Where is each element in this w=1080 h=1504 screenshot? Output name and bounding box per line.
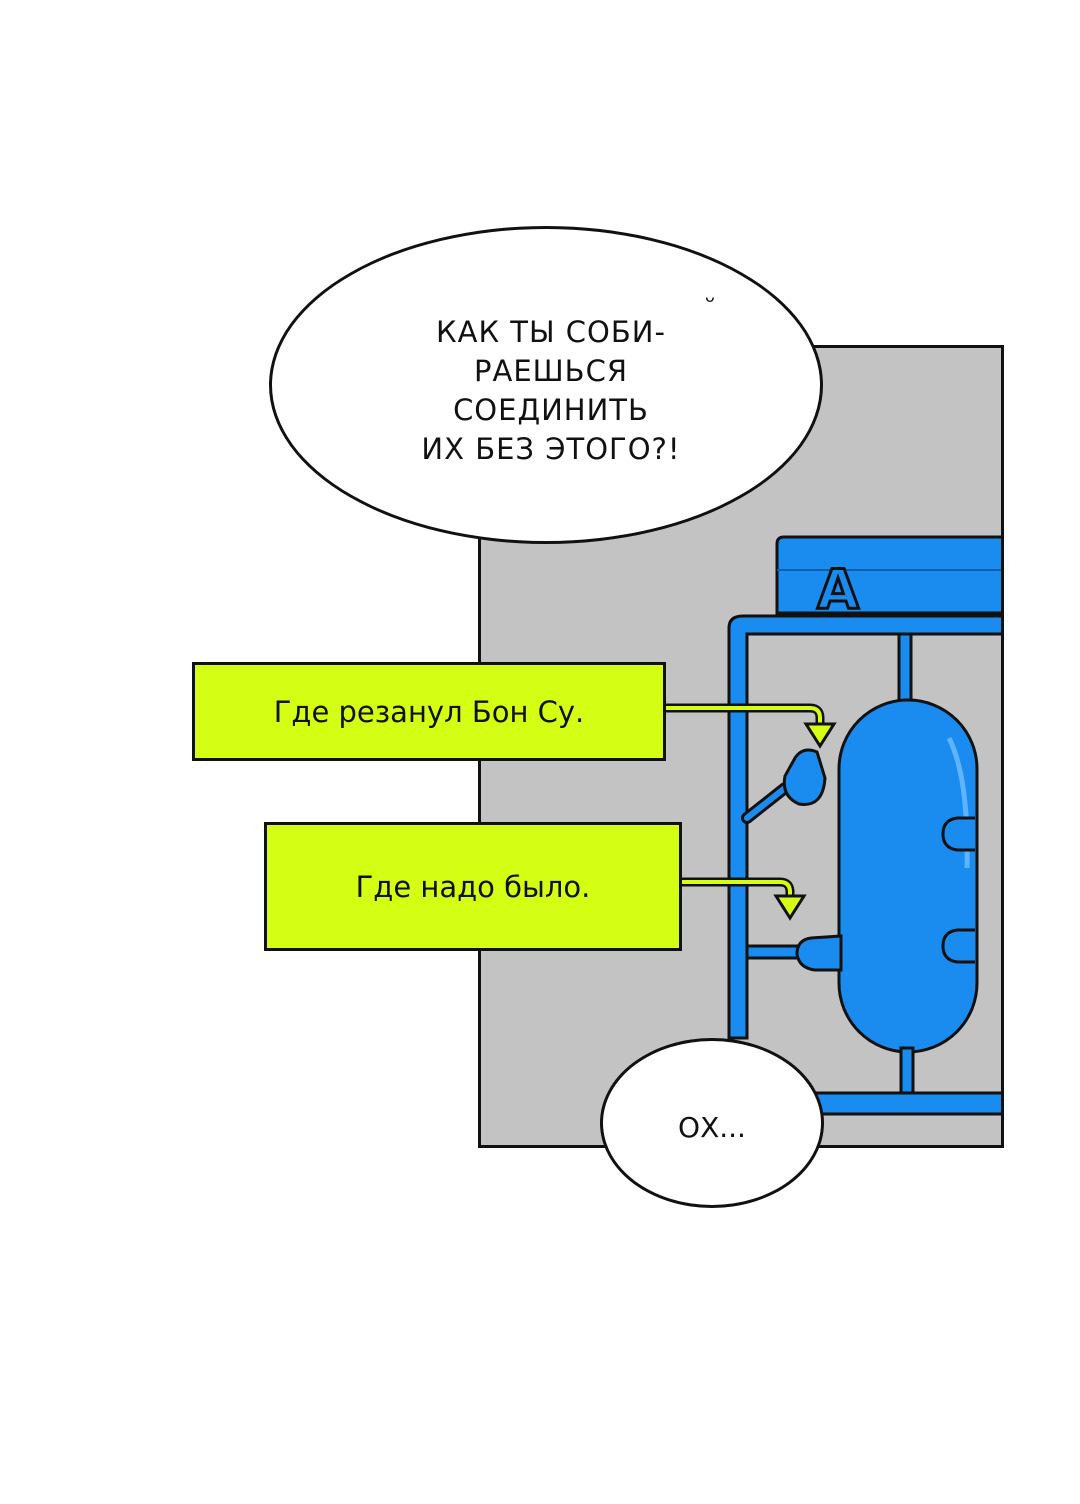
speech-bubble-main: ᴗ как ты соби- раешься соединить их без … — [269, 226, 823, 544]
caption-cut-location: Где резанул Бон Су. — [192, 662, 666, 761]
runner-label-tab — [775, 535, 1001, 615]
runner-top-bar — [727, 614, 1001, 1040]
caption-2-text: Где надо было. — [355, 869, 591, 904]
caption-1-text: Где резанул Бон Су. — [273, 694, 585, 729]
caption-correct-location: Где надо было. — [264, 822, 682, 951]
speech-main-text: как ты соби- раешься соединить их без эт… — [421, 315, 681, 466]
speech-ox-text: ох... — [678, 1110, 746, 1144]
cup-part — [782, 748, 827, 806]
capsule-bump-2 — [941, 928, 975, 964]
bubble-mark: ᴗ — [705, 287, 715, 306]
speech-bubble-ox: ох... — [600, 1038, 824, 1208]
runner-label-letter: A — [817, 558, 859, 621]
gate-knob — [795, 934, 843, 972]
runner-gate-bottom — [899, 1046, 915, 1100]
runner-gate-top — [897, 632, 913, 708]
capsule-bump-1 — [941, 816, 975, 852]
